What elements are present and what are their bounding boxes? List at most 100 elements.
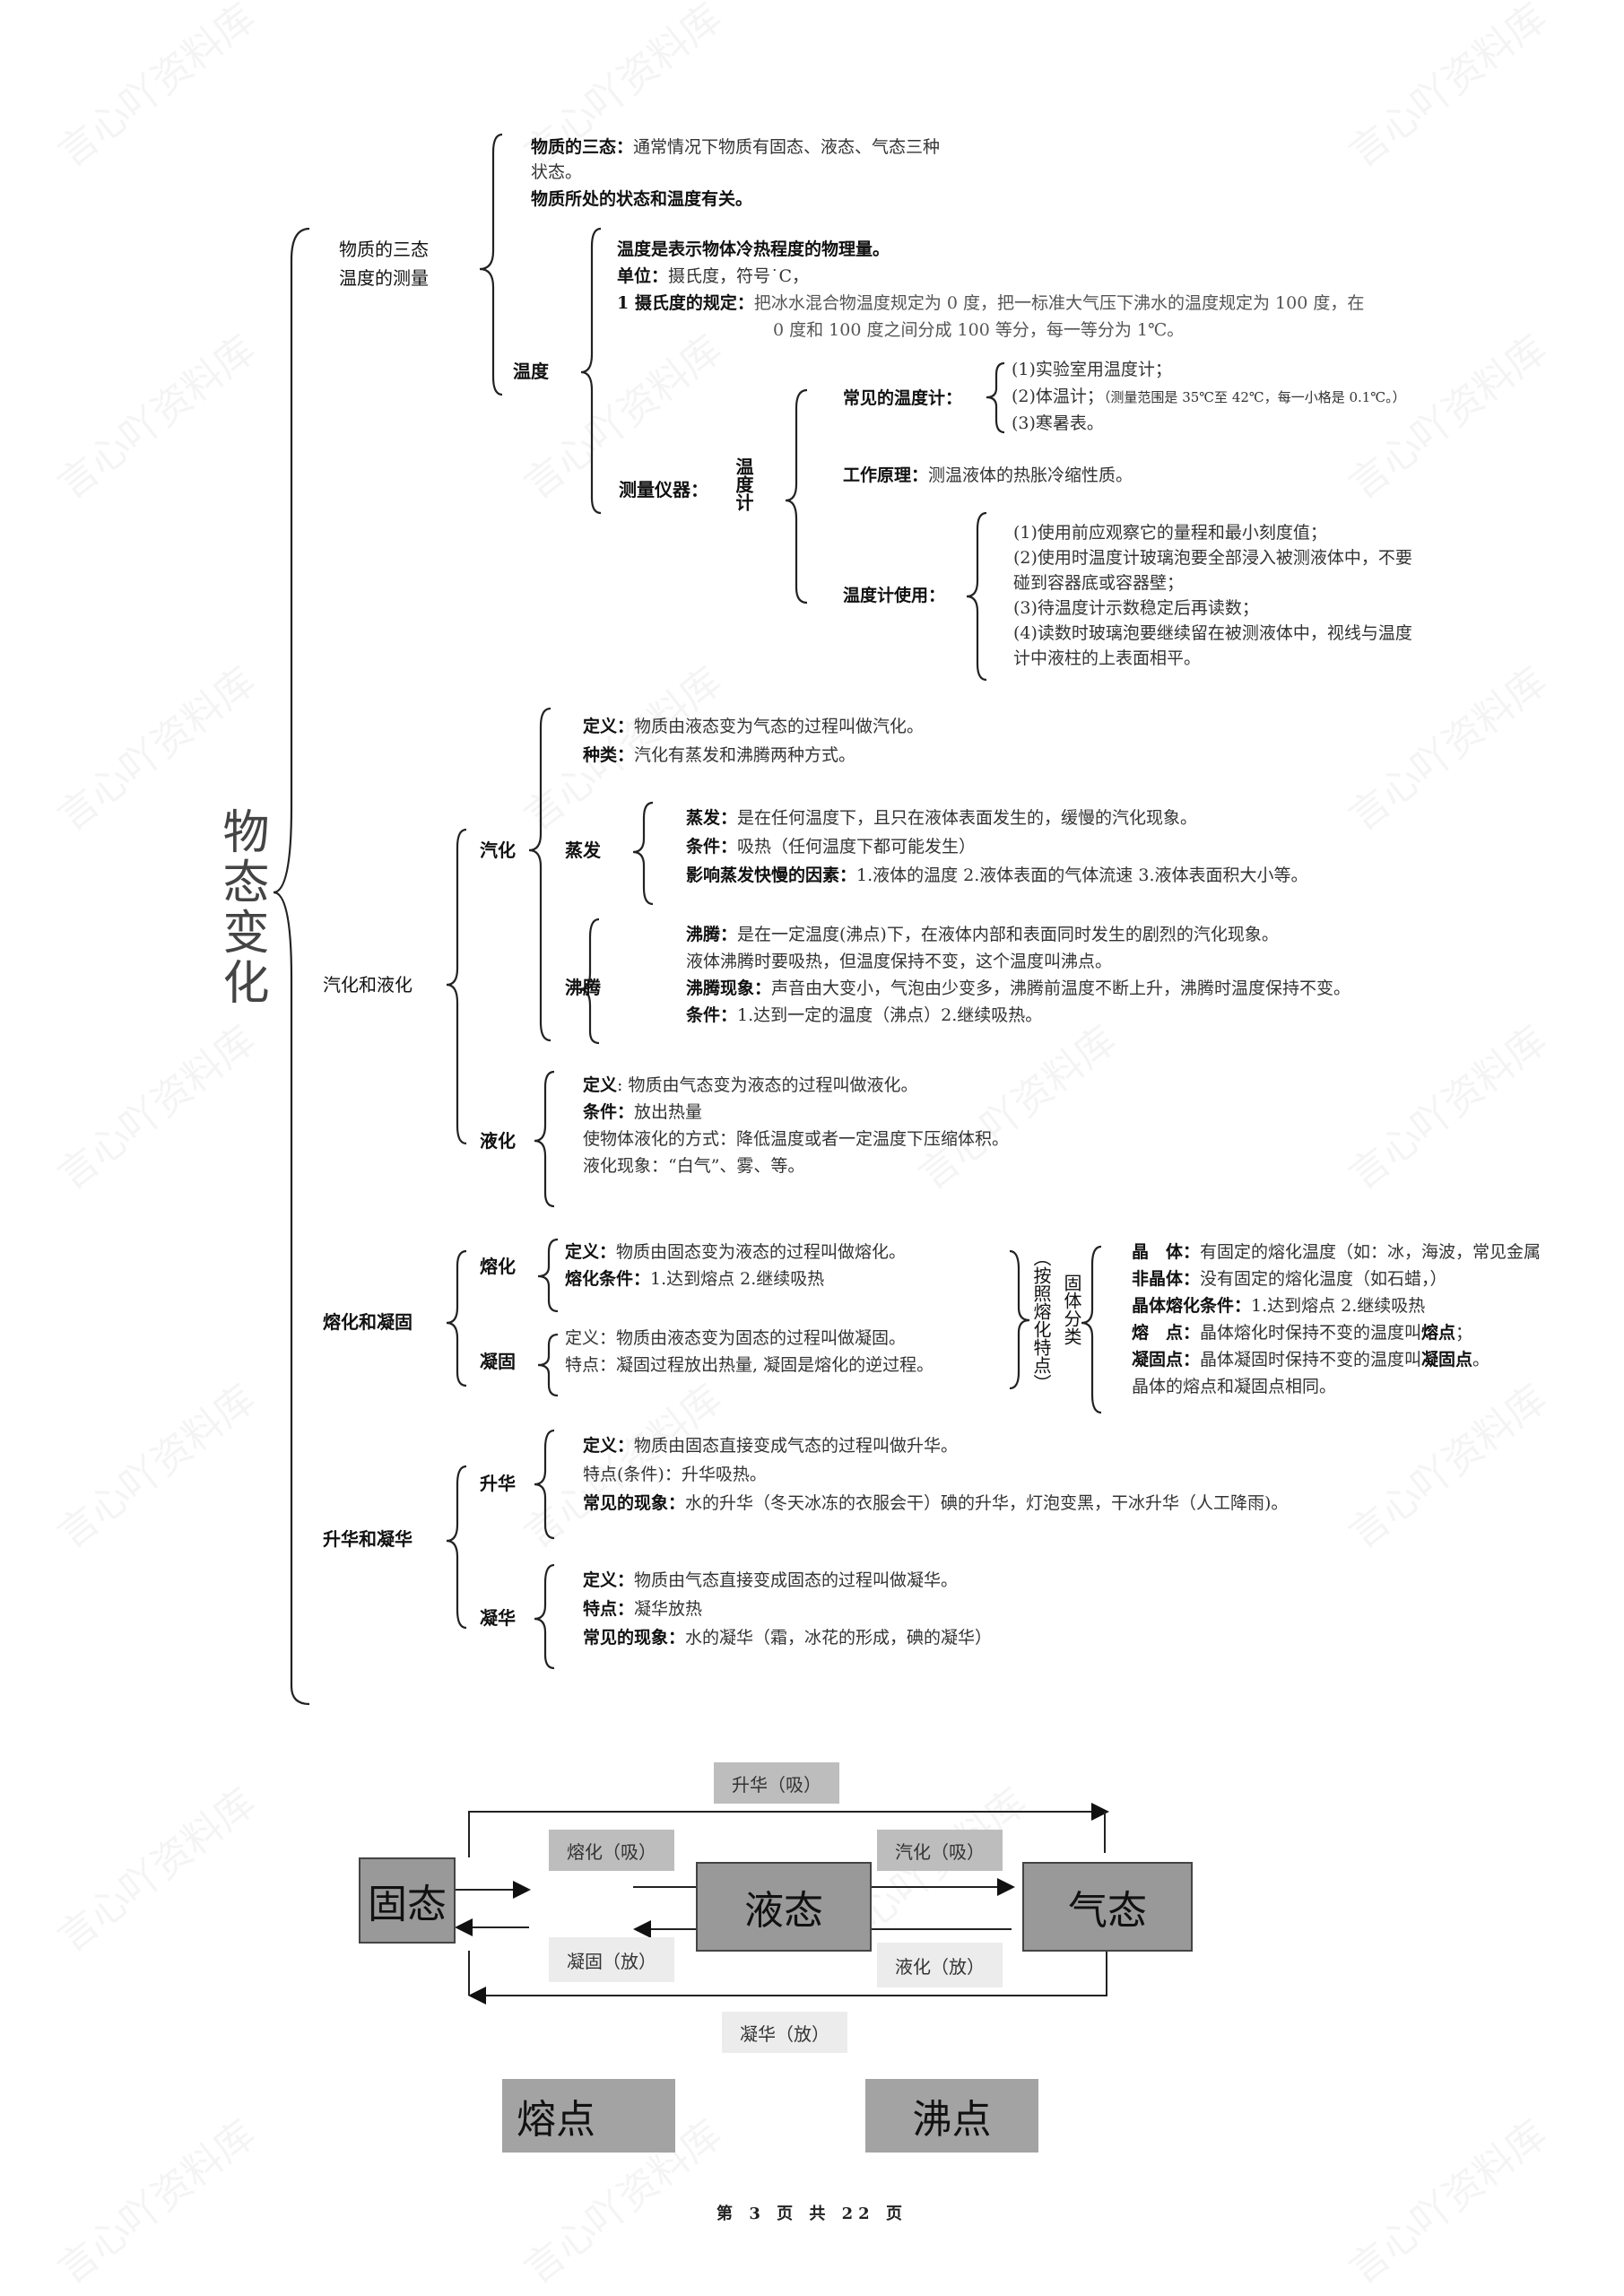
solidify-label: 凝固 [480,1351,516,1372]
crystal-body: 有固定的熔化温度（如：冰，海波，常见金属 [1200,1242,1541,1262]
melt-cond: 熔化条件：1.达到熔点 2.继续吸热 [565,1266,824,1292]
freezing-point-line: 凝固点：晶体凝固时保持不变的温度叫凝固点。 [1132,1347,1489,1372]
amorphous-line: 非晶体：没有固定的熔化温度（如石蜡，） [1132,1266,1447,1292]
process-liquefaction: 液化（放） [877,1943,1003,1987]
brace-states-temp [479,133,503,396]
brace-solidify [537,1333,559,1397]
dep-feat-body: 凝华放热 [634,1599,703,1619]
boil-l3-head: 沸腾现象： [686,978,772,998]
brace-usage [966,511,987,682]
watermark: 言心吖资料库 [1334,1369,1556,1560]
vaporize-kind: 种类：汽化有蒸发和沸腾两种方式。 [583,743,855,768]
solidify-def: 定义：物质由液态变为固态的过程叫做凝固。 [565,1328,907,1348]
evaporation-label: 蒸发 [565,839,601,861]
deposit-def: 定义：物质由气态直接变成固态的过程叫做凝华。 [583,1568,958,1593]
brace-vap-liq [446,828,467,1145]
boil-l1-body: 是在一定温度(沸点)下，在液体内部和表面同时发生的剧烈的汽化现象。 [737,925,1279,944]
vaporize-label: 汽化 [480,839,516,861]
watermark: 言心吖资料库 [43,2104,265,2295]
vaporize-kind-head: 种类： [583,745,635,765]
usage-line: (2)使用时温度计玻璃泡要全部浸入被测液体中，不要 [1013,548,1412,568]
usage-line: 碰到容器底或容器壁； [1013,573,1185,593]
vaporize-def-head: 定义： [583,717,635,736]
liquefy-method: 使物体液化的方式：降低温度或者一定温度下压缩体积。 [583,1129,1010,1149]
boil-l1-head: 沸腾： [686,925,738,944]
unit-body: 摄氏度，符号˙C， [668,266,810,286]
melt-def-head: 定义： [565,1242,617,1262]
rule-body1: 把冰水混合物温度规定为 0 度，把一标准大气压下沸水的温度规定为 100 度，在 [753,293,1365,313]
liquefy-def: 定义: 物质由气态变为液态的过程叫做液化。 [583,1073,917,1098]
melt-cond-body: 1.达到熔点 2.继续吸热 [650,1269,825,1289]
boiling-line-2: 液体沸腾时要吸热，但温度保持不变，这个温度叫沸点。 [686,952,1113,971]
watermark: 言心吖资料库 [1334,0,1556,178]
evap-l3-head: 影响蒸发快慢的因素： [686,865,857,885]
brace-liquefy [534,1070,555,1208]
evap-l2-head: 条件： [686,837,738,857]
brace-vaporize [528,707,551,1042]
dep-feat-head: 特点： [583,1599,635,1619]
temperature-label: 温度 [513,361,549,382]
temperature-def: 温度是表示物体冷热程度的物理量。 [617,239,890,259]
vaporize-def-body: 物质由液态变为气态的过程叫做汽化。 [634,717,925,736]
boiling-line-4: 条件：1.达到一定的温度（沸点）2.继续吸热。 [686,1003,1042,1028]
crystal-cond-head: 晶体熔化条件： [1132,1296,1252,1316]
evaporation-line-1: 蒸发：是在任何温度下，且只在液体表面发生的，缓慢的汽化现象。 [686,805,1197,831]
liquefy-def-body: : 物质由气态变为液态的过程叫做液化。 [617,1075,918,1095]
fp-term: 凝固点 [1421,1350,1473,1370]
boil-l4-body: 1.达到一定的温度（沸点）2.继续吸热。 [737,1005,1043,1025]
brace-right-classify [1009,1249,1030,1390]
common-item-2-note: （测量范围是 35℃至 42℃，每一小格是 0.1℃。） [1103,389,1406,405]
sublimate-feature: 特点(条件)：升华吸热。 [583,1465,767,1484]
fp-body: 晶体凝固时保持不变的温度叫 [1200,1350,1422,1370]
working-principle: 工作原理：测温液体的热胀冷缩性质。 [843,463,1133,488]
section-label-vap-liq: 汽化和液化 [323,974,413,996]
liquefy-cond-head: 条件： [583,1102,635,1122]
boiling-label: 沸腾 [565,977,601,998]
melt-def: 定义：物质由固态变为液态的过程叫做熔化。 [565,1239,906,1265]
dep-ex-head: 常见的现象： [583,1628,686,1648]
watermark: 言心吖资料库 [43,0,265,178]
principle-body: 测温液体的热胀冷缩性质。 [928,465,1133,485]
vaporize-kind-body: 汽化有蒸发和沸腾两种方式。 [634,745,856,765]
mp-body: 晶体熔化时保持不变的温度叫 [1200,1323,1422,1343]
section-label-melt-solid: 熔化和凝固 [323,1311,413,1333]
page-footer: 第 3 页 共 22 页 [716,2205,908,2223]
classify-by-label: （按照熔化特点） [1030,1248,1052,1392]
brace-thermometer [785,388,808,604]
amorphous-head: 非晶体： [1132,1269,1201,1289]
sub-ex-body: 水的升华（冬天冰冻的衣服会干）碘的升华，灯泡变黑，干冰升华（人工降雨)。 [685,1493,1289,1513]
crystal-cond-line: 晶体熔化条件：1.达到熔点 2.继续吸热 [1132,1293,1425,1318]
sub-def-head: 定义： [583,1436,635,1456]
evap-l1-head: 蒸发： [686,808,738,828]
evap-l1-body: 是在任何温度下，且只在液体表面发生的，缓慢的汽化现象。 [737,808,1198,828]
liquefy-def-head: 定义 [583,1075,618,1095]
process-melting: 熔化（吸） [549,1830,674,1871]
crystal-cond-body: 1.达到熔点 2.继续吸热 [1251,1296,1426,1316]
common-item-2-text: (2)体温计； [1012,387,1104,406]
evap-l3-body: 1.液体的温度 2.液体表面的气体流速 3.液体表面积大小等。 [856,865,1308,885]
boiling-line-3: 沸腾现象：声音由大变小，气泡由少变多，沸腾前温度不断上升，沸腾时温度保持不变。 [686,976,1350,1001]
process-deposition: 凝华（放） [722,2012,847,2053]
three-states-body: 通常情况下物质有固态、液态、气态三种 [633,137,941,157]
mp-term: 熔点 [1421,1323,1456,1343]
boiling-point-box: 沸点 [865,2079,1038,2152]
brace-melt-solid [446,1249,467,1387]
evaporation-line-3: 影响蒸发快慢的因素：1.液体的温度 2.液体表面的气体流速 3.液体表面积大小等… [686,863,1307,888]
melt-cond-head: 熔化条件： [565,1269,651,1289]
dep-def-body: 物质由气态直接变成固态的过程叫做凝华。 [634,1570,959,1590]
state-box-gas: 气态 [1022,1862,1193,1952]
three-states-line: 物质的三态：通常情况下物质有固态、液态、气态三种 [531,135,940,160]
evap-l2-body: 吸热（任何温度下都可能发生） [737,837,977,857]
deposit-label: 凝华 [480,1607,516,1629]
three-states-body2: 状态。 [531,162,583,182]
watermark: 言心吖资料库 [43,1369,265,1560]
three-states-note: 物质所处的状态和温度有关。 [531,189,753,209]
brace-evaporation [632,801,654,906]
mp-end: ； [1455,1323,1473,1343]
thermometer-label: 温度计 [733,457,754,511]
sublimate-examples: 常见的现象：水的升华（冬天冰冻的衣服会干）碘的升华，灯泡变黑，干冰升华（人工降雨… [583,1491,1288,1516]
main-title: 物态变化 [214,807,268,1008]
watermark: 言心吖资料库 [904,1010,1125,1201]
dep-def-head: 定义： [583,1570,635,1590]
deposit-examples: 常见的现象：水的凝华（霜，冰花的形成，碘的凝华） [583,1625,992,1650]
